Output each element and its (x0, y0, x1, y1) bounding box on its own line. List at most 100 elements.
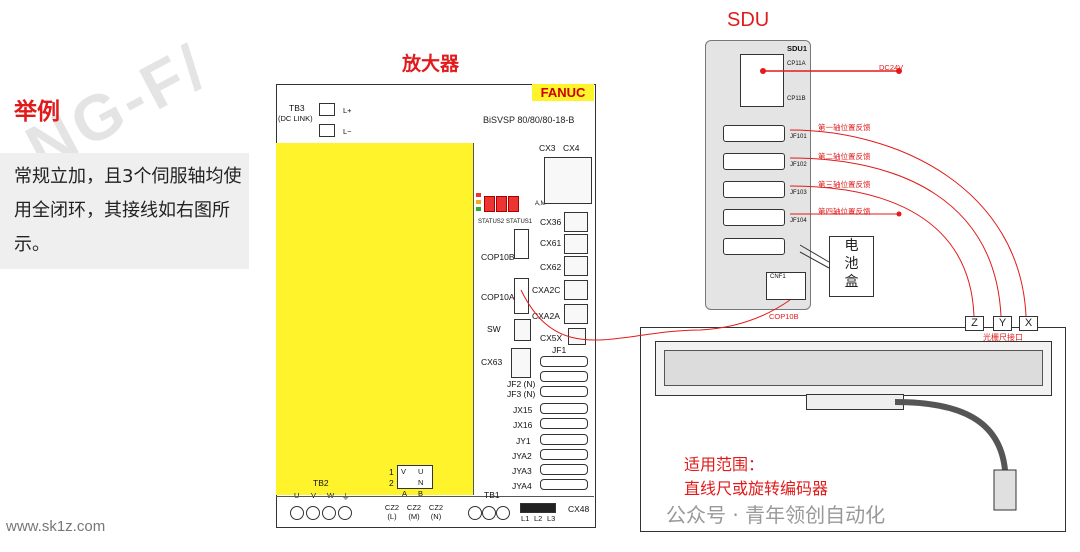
cx61-port (564, 234, 588, 254)
linear-scale-track (664, 350, 1043, 386)
alarm-dot-orange (476, 200, 481, 204)
cx3-label: CX3 (539, 143, 556, 153)
l123-connector (520, 503, 556, 513)
vu-b: B (418, 489, 424, 498)
l3-label: L3 (547, 514, 556, 523)
sdu-power-connector (740, 54, 784, 107)
scale-interface-label: 光栅尺接口 (983, 333, 1023, 342)
jf104-connector (723, 209, 785, 226)
jf104-label: JF104 (790, 218, 807, 224)
l1-label: L1 (521, 514, 530, 523)
tb2-w: W (327, 491, 335, 500)
jf103-connector (723, 181, 785, 198)
jf101-label: JF101 (790, 134, 807, 140)
feedback-cable-4-end (896, 211, 902, 217)
vu-v: V (401, 467, 407, 476)
cz2-m-label: CZ2 (M) (406, 503, 422, 521)
section-title: 举例 (14, 99, 60, 125)
jx15-label: JX15 (513, 405, 533, 415)
tb2-screw-u (290, 506, 304, 520)
axis-x-box: X (1019, 316, 1038, 331)
jya3-label: JYA3 (512, 466, 532, 476)
cxa2a-port (564, 304, 588, 324)
feedback-cable-1 (789, 129, 1027, 317)
battery-char-3: 盒 (844, 274, 859, 290)
vu-row1: 1 (389, 467, 394, 477)
jx15-port (540, 403, 588, 414)
status1-label: STATUS1 (506, 219, 533, 225)
status1-led-b (508, 196, 519, 212)
battery-char-2: 池 (844, 256, 859, 272)
jf102-label: JF102 (790, 162, 807, 168)
cx48-label: CX48 (568, 504, 590, 514)
dc-link-label: (DC LINK) (278, 114, 313, 123)
amplifier-title: 放大器 (402, 53, 460, 75)
feedback-axis3: 第三轴位置反馈 (818, 180, 871, 189)
l-minus-label: L− (343, 127, 352, 136)
cx3-cx4-connector (544, 157, 592, 204)
battery-char-1: 电 (844, 238, 859, 254)
jx16-port (540, 418, 588, 429)
tb1-screw-2 (482, 506, 496, 520)
status2-led (484, 196, 495, 212)
vu-terminal (397, 465, 433, 489)
cxa2c-port (564, 280, 588, 300)
jya3-port (540, 464, 588, 475)
cop10a-label: COP10A (481, 292, 515, 302)
jf3-label: JF3 (N) (507, 389, 536, 399)
dc24v-dot-start (760, 68, 766, 74)
cx36-label: CX36 (540, 217, 562, 227)
cx61-label: CX61 (540, 238, 562, 248)
axis-z-box: Z (965, 316, 984, 331)
jf2-port (540, 386, 588, 397)
tb2-screw-ground (338, 506, 352, 520)
wechat-account: 公众号 · 青年领创自动化 (666, 503, 886, 527)
cop10b-cable-label: COP10B (769, 312, 799, 321)
description-text: 常规立加，且3个伺服轴均使用全闭环，其接线如右图所示。 (14, 166, 242, 255)
tb1-screw-3 (496, 506, 510, 520)
amplifier-model: BiSVSP 80/80/80-18-B (483, 115, 575, 125)
tb3-terminal-minus (319, 124, 335, 137)
alarm-dot-green (476, 207, 481, 211)
cop10a-port (514, 278, 529, 314)
tb2-label: TB2 (313, 478, 329, 488)
jya2-label: JYA2 (512, 451, 532, 461)
status1-led-a (496, 196, 507, 212)
vu-u: U (418, 467, 424, 476)
vu-a: A (402, 489, 408, 498)
sw-label: SW (487, 324, 501, 334)
jy1-port (540, 434, 588, 445)
cop10b-label: COP10B (481, 252, 515, 262)
feedback-axis2: 第二轴位置反馈 (818, 152, 871, 161)
jya4-label: JYA4 (512, 481, 532, 491)
jf105-connector (723, 238, 785, 255)
feedback-cable-2 (789, 157, 1002, 317)
cx62-label: CX62 (540, 262, 562, 272)
jf101-connector (723, 125, 785, 142)
feedback-axis4: 第四轴位置反馈 (818, 207, 871, 216)
feedback-axis1: 第一轴位置反馈 (818, 123, 871, 132)
tb2-u: U (294, 491, 300, 500)
cz2-n-label: CZ2 (N) (428, 503, 444, 521)
tb2-screw-w (322, 506, 336, 520)
cp11b-label: CP11B (787, 96, 806, 102)
cx63-label: CX63 (481, 357, 503, 367)
status2-label: STATUS2 (478, 219, 505, 225)
cnf1-connector (766, 272, 806, 300)
jf1-label: JF1 (552, 345, 567, 355)
battery-link-2 (799, 251, 830, 269)
vu-row2: 2 (389, 478, 394, 488)
scope-text: 适用范围： 直线尺或旋转编码器 (684, 453, 828, 501)
l-plus-label: L+ (343, 106, 352, 115)
cp11a-label: CP11A (787, 61, 806, 67)
sdu1-label: SDU1 (787, 44, 808, 53)
jx16-label: JX16 (513, 420, 533, 430)
cx4-label: CX4 (563, 143, 580, 153)
jf1-port (540, 356, 588, 367)
jya2-port (540, 449, 588, 460)
tb2-v: V (311, 491, 317, 500)
fanuc-brand: FANUC (532, 84, 594, 101)
dc24v-dot-end (896, 68, 902, 74)
tb1-label: TB1 (484, 490, 500, 500)
